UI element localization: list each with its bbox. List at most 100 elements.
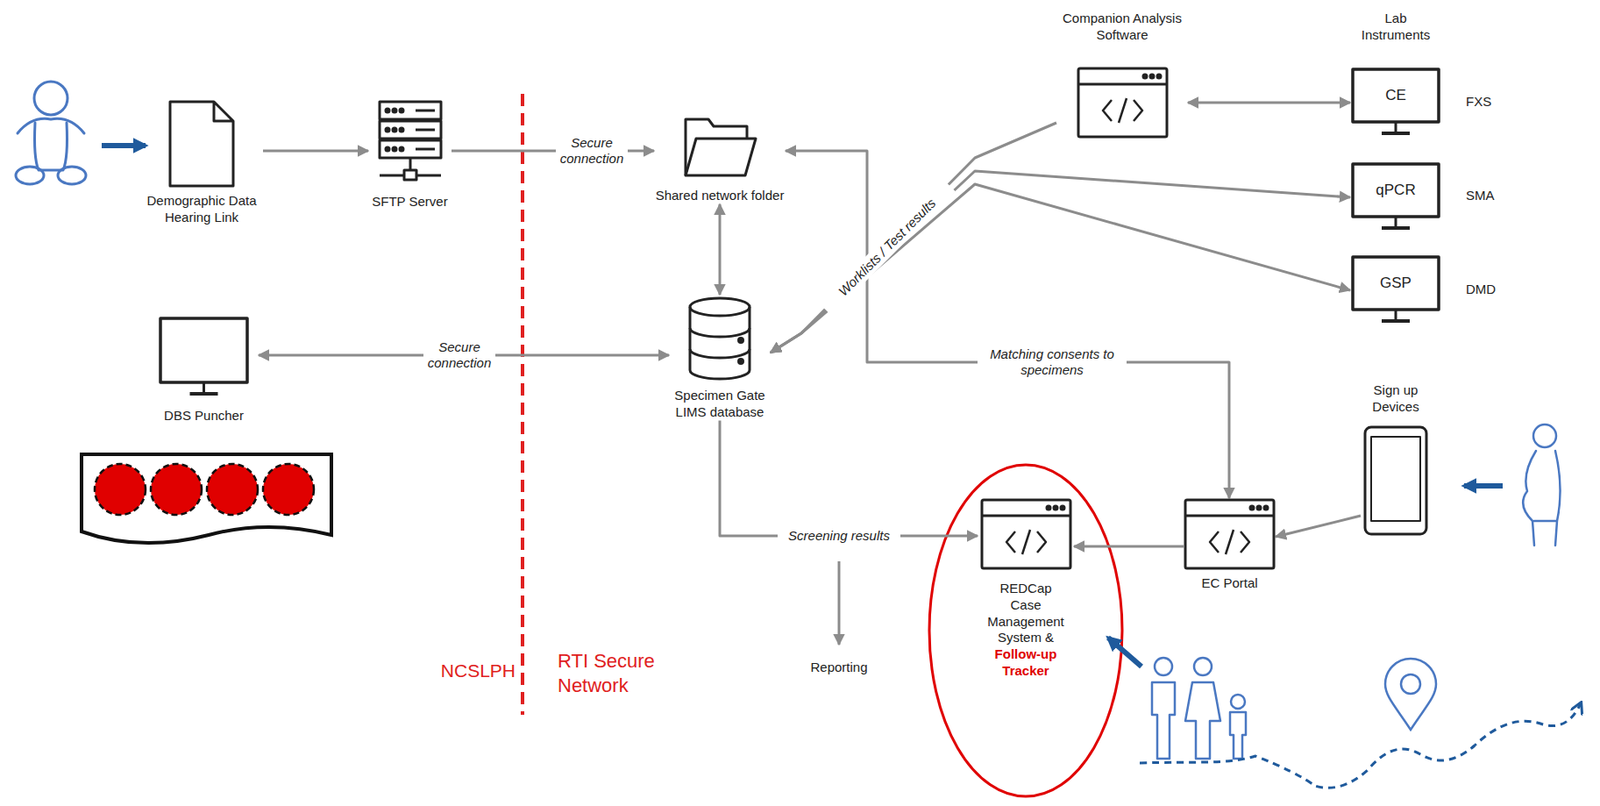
database-ring [689, 327, 750, 358]
baby-head [34, 81, 68, 115]
server-led [392, 108, 397, 113]
connector [1073, 545, 1184, 548]
family-arrow [1108, 637, 1142, 667]
server-slot [415, 148, 435, 151]
monitor-icon [157, 315, 250, 399]
pin-outline [1385, 658, 1437, 730]
node-label: EC Portal [1183, 575, 1276, 592]
edge-label: Worklists / Test results [818, 178, 956, 316]
monitor-base [1381, 319, 1410, 323]
edge-label: Secure connection [423, 338, 496, 372]
window-dot [1060, 505, 1065, 510]
disease-code: SMA [1465, 187, 1495, 205]
window-frame [1185, 499, 1274, 569]
code-symbol [1209, 529, 1250, 555]
disease-code: DMD [1465, 281, 1496, 299]
doc-icon [166, 99, 237, 188]
connector [770, 170, 1351, 353]
instrument-monitor: qPCR [1350, 161, 1442, 234]
server-led [385, 108, 390, 113]
instrument-monitor: CE [1350, 66, 1442, 139]
disease-code: FXS [1465, 93, 1492, 111]
reporting-arrow [838, 561, 841, 645]
server-icon-node: SFTP Server [368, 99, 452, 211]
connector [719, 420, 978, 537]
screen-area: qPCR [1355, 165, 1437, 215]
server-slot [415, 109, 435, 113]
node-label: DBS Puncher [149, 407, 259, 425]
connector [785, 150, 1230, 498]
window-dot [1046, 505, 1051, 510]
output-label: Reporting [790, 659, 888, 676]
baby-leg [15, 166, 44, 185]
edge-label: Secure connection [555, 134, 628, 168]
window-dot [1157, 74, 1161, 79]
baby-icon [15, 81, 86, 185]
puncher-monitor-node: DBS Puncher [149, 315, 259, 425]
server-unit [379, 101, 441, 120]
dbs-card [81, 454, 332, 543]
edge-label: Matching consents to specimens [977, 345, 1127, 379]
server-plug [404, 170, 417, 180]
document-outline [170, 101, 234, 186]
folder-front [685, 138, 756, 176]
node-label: Shared network folder [654, 187, 786, 205]
server-led [385, 147, 390, 151]
screen-area: CE [1355, 71, 1437, 121]
instrument-monitor: GSP [1350, 254, 1442, 327]
monitor-neck [1394, 216, 1398, 227]
database-led [739, 338, 744, 343]
node-label: CE [1385, 85, 1407, 105]
zone-label: RTI Secure Network [557, 648, 716, 697]
node-label: Demographic Data Hearing Link [142, 192, 262, 227]
window-dot [1257, 505, 1261, 510]
window-frame [1078, 68, 1167, 137]
highlight-ellipse [929, 464, 1123, 797]
monitor-neck [202, 382, 206, 392]
adult-head [1154, 657, 1173, 676]
server-led [385, 128, 390, 132]
woman-body [1522, 450, 1560, 546]
server-led [399, 147, 404, 151]
child-head [1230, 694, 1245, 709]
pregnant-woman-icon [1522, 424, 1560, 546]
blood-spot [206, 463, 258, 515]
window-frame [981, 499, 1071, 569]
column-heading: Lab Instruments [1350, 10, 1442, 44]
zone-label: NCSLPH [412, 659, 516, 683]
node-label: Specimen Gate LIMS database [668, 387, 771, 421]
monitor-screen [1352, 163, 1439, 217]
phone-body [1365, 426, 1427, 534]
child-body [1230, 711, 1246, 759]
window-dot [1150, 74, 1154, 79]
family-icon [1152, 657, 1246, 759]
server-led [392, 147, 397, 151]
map-pin [1385, 658, 1437, 730]
window-dot [1143, 74, 1147, 79]
window-bar [1078, 82, 1167, 86]
baby-body [35, 122, 68, 171]
node-label: GSP [1379, 273, 1412, 292]
case-system-node: REDCap Case Management System &Follow-up… [977, 497, 1074, 680]
database-node: Specimen Gate LIMS database [668, 294, 771, 421]
dbs-spots [94, 463, 314, 515]
server-led [399, 128, 404, 132]
database-body [689, 306, 750, 379]
window-icon [1183, 497, 1276, 570]
window-icon [980, 497, 1073, 570]
server-stem [379, 157, 441, 176]
monitor-neck [1394, 121, 1398, 132]
node-label: Sign up Devices [1360, 382, 1431, 416]
folder-icon [680, 112, 760, 183]
window-icon [1076, 66, 1169, 139]
window-dot [1250, 505, 1254, 510]
device-phone-node: Sign up Devices [1360, 382, 1431, 537]
monitor-screen [1352, 256, 1439, 310]
code-symbol [1006, 529, 1046, 555]
window-dot [1053, 505, 1058, 510]
woman-head [1533, 424, 1557, 448]
connector [263, 149, 369, 153]
baby-leg [57, 166, 86, 185]
monitor-screen [1352, 69, 1439, 122]
window-dot [1264, 505, 1268, 510]
